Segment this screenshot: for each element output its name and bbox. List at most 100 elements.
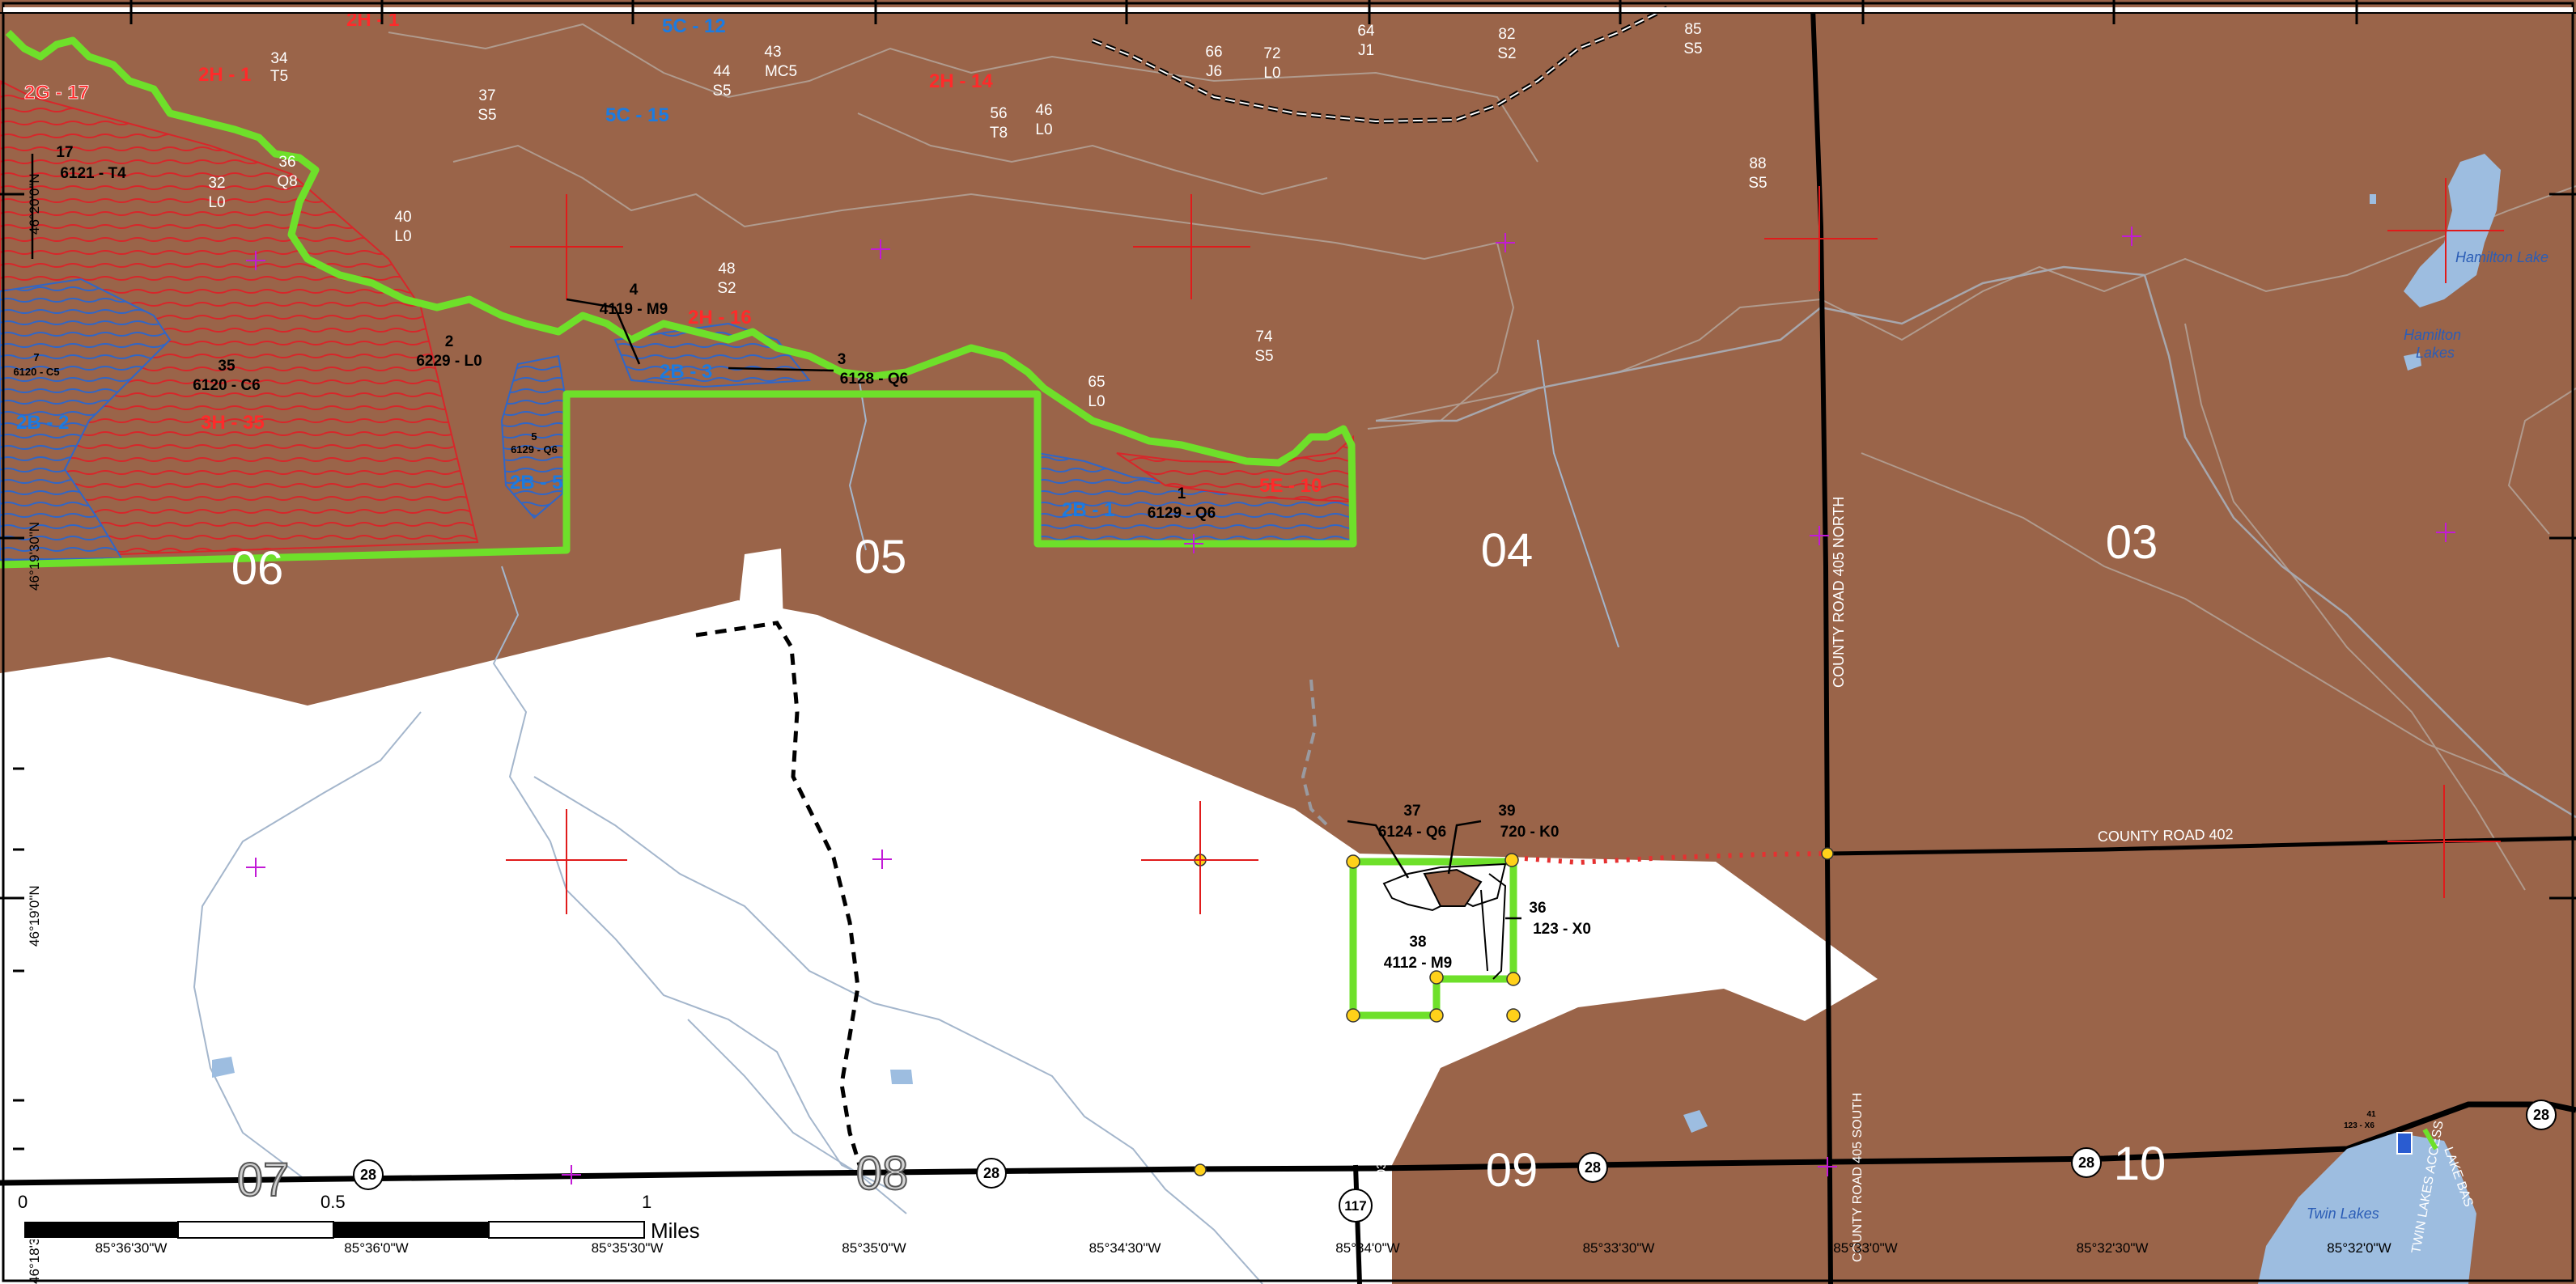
stand-number: 44 [713, 63, 731, 80]
water-label: Twin Lakes [2307, 1206, 2379, 1222]
scale-tick-half: 0.5 [320, 1192, 346, 1212]
owner-number: 2 [445, 333, 454, 350]
stand-code: S5 [477, 107, 496, 124]
hamilton-lakes-small [2404, 353, 2421, 371]
pond-09 [1683, 1110, 1708, 1133]
section-03-label: 03 [2106, 516, 2158, 569]
water-label: Hamilton [2404, 327, 2461, 343]
latitude-label: 46°20'0"N [27, 173, 42, 235]
owner-number: 3 [838, 351, 847, 368]
owner-code: 4119 - M9 [600, 301, 668, 318]
stand-number: 74 [1255, 328, 1273, 345]
route-28-number: 28 [1585, 1159, 1601, 1176]
zone-label: 5C - 15 [605, 104, 669, 126]
route-117-number: 117 [1344, 1198, 1366, 1214]
owner-code: 123 - X0 [1533, 921, 1591, 938]
zone-label: 2H - 14 [929, 70, 993, 92]
longitude-label: 85°34'0"W [1335, 1240, 1399, 1256]
longitude-label: 85°35'30"W [592, 1240, 664, 1256]
small-number: 5 [531, 430, 537, 443]
road-label: COUNTY ROAD 405 NORTH [1831, 497, 1847, 688]
stand-code: L0 [394, 228, 411, 245]
small-number: 7 [33, 351, 39, 363]
section-06-label: 06 [231, 542, 284, 595]
owner-number: 39 [1498, 803, 1515, 820]
route-shields: 28 28 28 28 28 117 [353, 1100, 2557, 1223]
route-117 [1353, 1164, 1362, 1284]
zone-label: 2B - 5 [510, 472, 562, 494]
owner-number: 17 [56, 144, 73, 161]
boat-access-icon [2396, 1128, 2438, 1155]
owner-number: 38 [1409, 934, 1426, 951]
owner-code: 720 - K0 [1500, 824, 1560, 841]
owner-number: 37 [1403, 803, 1420, 820]
latitude-label: 46°18'30" [27, 1225, 42, 1284]
zone-label: 2B - 2 [16, 412, 69, 434]
stand-number: 37 [478, 87, 495, 104]
owner-number: 35 [218, 358, 236, 375]
stand-code: S5 [1748, 175, 1767, 192]
stand-code: J6 [1206, 63, 1222, 80]
route-28-number: 28 [360, 1167, 376, 1183]
longitude-label: 85°35'0"W [842, 1240, 906, 1256]
road-label: COUNTY ROAD 402 [2098, 826, 2234, 845]
zone-label: 2B - 1 [1062, 499, 1114, 521]
forest-boundary-green [0, 29, 1357, 569]
owner-code: 6121 - T4 [60, 165, 126, 182]
stand-number: 40 [394, 209, 411, 226]
road-label: COUNTY ROAD 403 [1375, 1162, 1389, 1282]
stand-code: S5 [1254, 348, 1273, 365]
frame-ticks [0, 0, 2576, 1151]
section-10-label: 10 [2114, 1138, 2166, 1190]
stand-code: S2 [1497, 45, 1516, 62]
stand-code: L0 [1088, 393, 1105, 410]
stand-code: L0 [1035, 121, 1052, 138]
county-road-405 [1810, 7, 1833, 1284]
survey-crosses [246, 178, 2504, 1184]
stand-code: L0 [1263, 65, 1280, 82]
red-stand-5e10 [1116, 434, 1354, 503]
trail-dashed-08 [695, 621, 862, 1166]
owner-number: 1 [1178, 485, 1186, 502]
blue-stand-2b5 [500, 354, 568, 519]
small-code: 6129 - Q6 [511, 443, 558, 456]
contour-lines [388, 23, 2576, 891]
stand-number: 64 [1357, 23, 1375, 40]
stand-number: 36 [278, 154, 295, 171]
latitude-labels: 46°20'0"N 46°19'30"N 46°19'0"N 46°18'30" [27, 173, 42, 1284]
owner-code: 6129 - Q6 [1148, 505, 1216, 522]
small-code: 6120 - C5 [13, 366, 59, 378]
stand-number: 72 [1263, 45, 1280, 62]
water-labels: Hamilton Lake Hamilton Lakes Twin Lakes [2307, 249, 2548, 1222]
stand-number: 34 [270, 50, 288, 67]
route-28-number: 28 [2078, 1155, 2094, 1171]
owner-code: 6120 - C6 [193, 377, 260, 394]
stand-code: S5 [1683, 40, 1702, 57]
zone-label: 2B - 3 [660, 361, 712, 383]
route-28-shield: 28 [2526, 1100, 2557, 1130]
longitude-label: 85°36'0"W [344, 1240, 408, 1256]
gray-dashed-path [1301, 679, 1329, 827]
section-04-label: 04 [1481, 524, 1534, 577]
road-label: COUNTY ROAD 405 SOUTH [1851, 1092, 1865, 1262]
private-land-notch [736, 549, 783, 629]
owner-number: 4 [630, 282, 639, 299]
county-road-402 [1827, 836, 2576, 856]
longitude-label: 85°33'0"W [1833, 1240, 1897, 1256]
route-28-shield: 28 [976, 1158, 1007, 1189]
stand-code: L0 [208, 194, 225, 211]
longitude-label: 85°36'30"W [95, 1240, 168, 1256]
stand-code: S2 [717, 280, 736, 297]
stand-code: S5 [712, 83, 731, 100]
stand-number: 82 [1498, 26, 1515, 43]
pond-08 [890, 1070, 913, 1084]
zone-labels: 2G - 17 2H - 1 2H - 1 5C - 12 5C - 15 2H… [16, 9, 1322, 521]
stand-number: 66 [1205, 44, 1222, 61]
scale-tick-1: 1 [642, 1192, 651, 1212]
longitude-label: 85°34'30"W [1089, 1240, 1161, 1256]
route-28-shield: 28 [353, 1159, 384, 1190]
